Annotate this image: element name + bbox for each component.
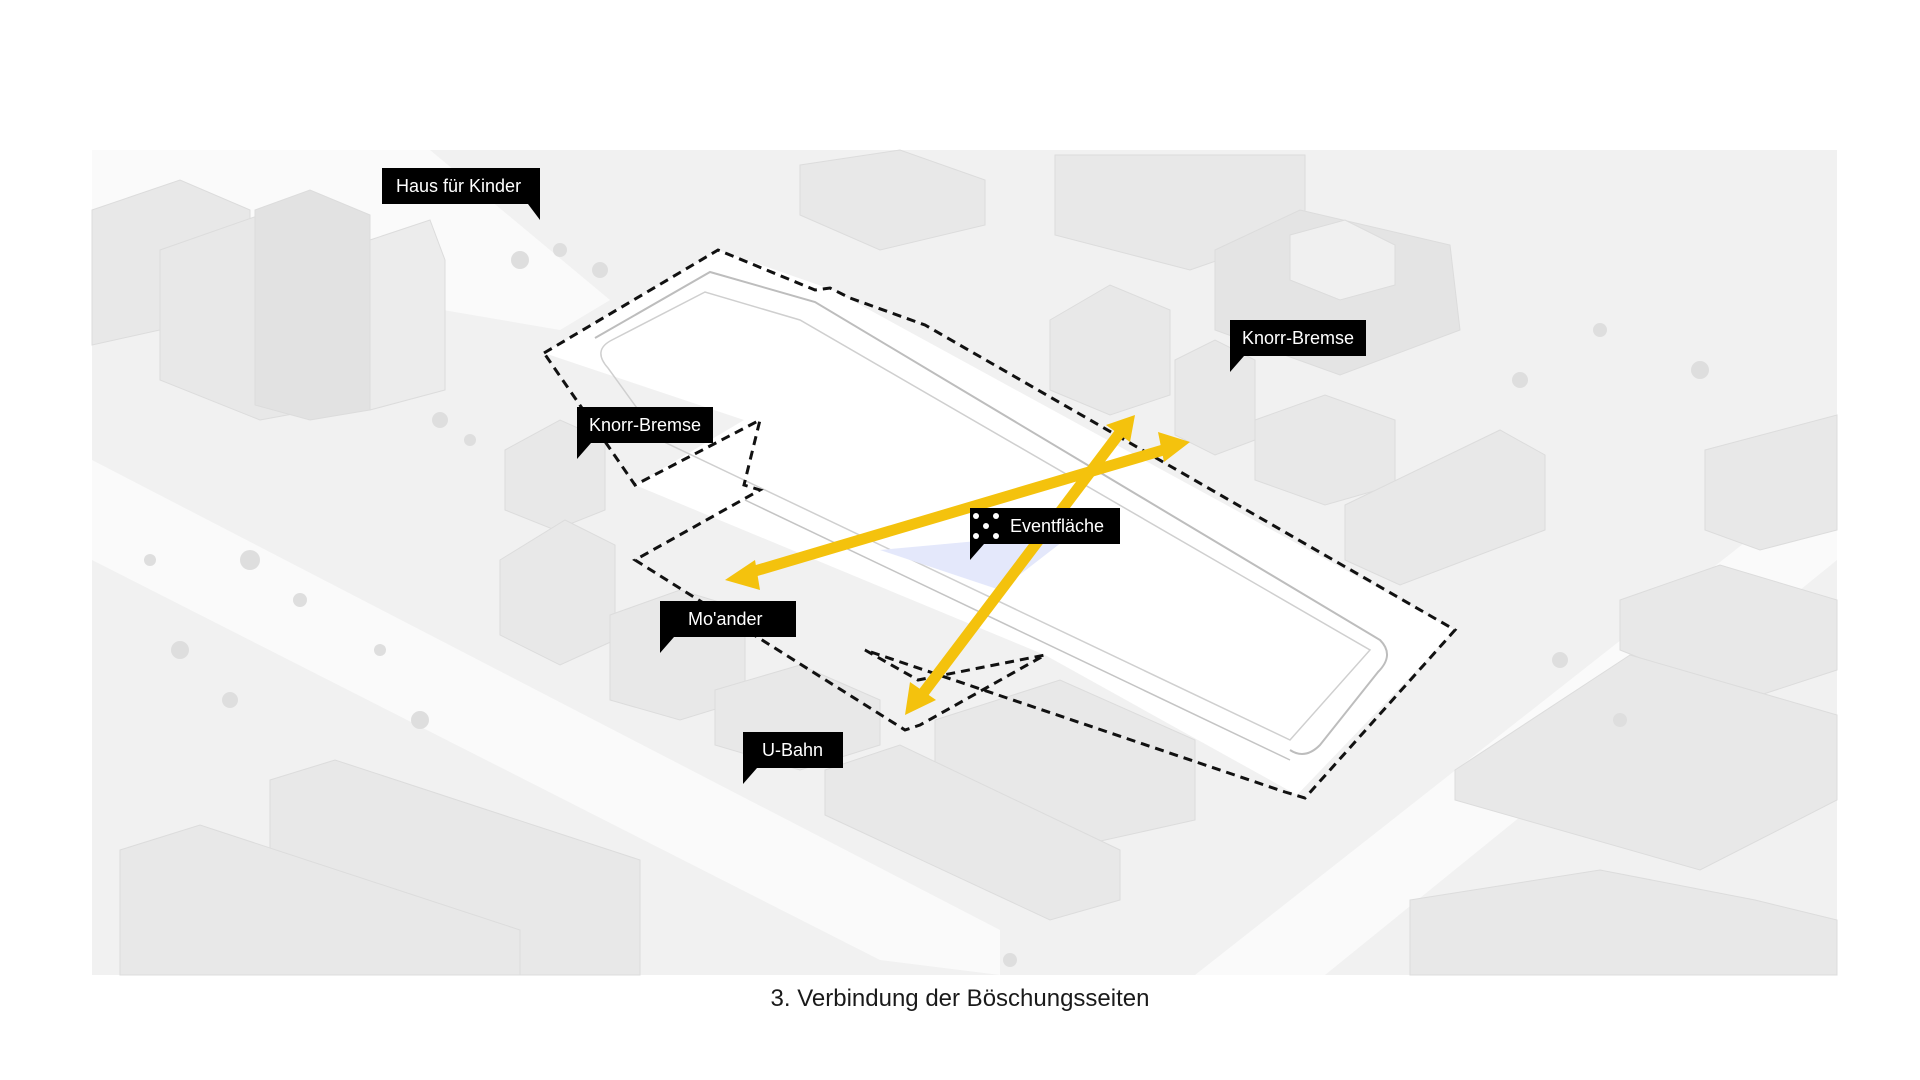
arrowhead-west [725,560,760,590]
label-u-bahn: U-Bahn [743,732,843,784]
label-knorr-bremse-east-text: Knorr-Bremse [1242,328,1354,348]
event-area [880,532,1075,590]
label-moander: Mo'ander [660,601,796,653]
arrowhead-south [905,682,936,715]
label-knorr-bremse-west-text: Knorr-Bremse [589,415,701,435]
site-boundary [541,248,1458,800]
label-moander-text: Mo'ander [688,609,762,629]
embankment-line-inner [600,291,1372,741]
label-haus-fuer-kinder: Haus für Kinder [382,168,540,220]
figure-caption: 3. Verbindung der Böschungsseiten [770,985,1150,1012]
label-haus-fuer-kinder-text: Haus für Kinder [396,176,521,196]
event-burst-icon [973,513,999,539]
label-knorr-bremse-west: Knorr-Bremse [577,407,713,459]
label-knorr-bremse-east: Knorr-Bremse [1230,320,1366,372]
context-buildings [91,149,1838,976]
label-u-bahn-text: U-Bahn [762,740,823,760]
embankment-line-outer [594,270,1388,755]
arrowhead-east [1158,432,1190,462]
connection-arrows [725,415,1190,715]
label-eventflaeche: Eventfläche [970,508,1120,560]
arrowhead-north [1106,415,1135,442]
label-eventflaeche-text: Eventfläche [1010,516,1104,536]
arrow-north-south [913,426,1127,704]
